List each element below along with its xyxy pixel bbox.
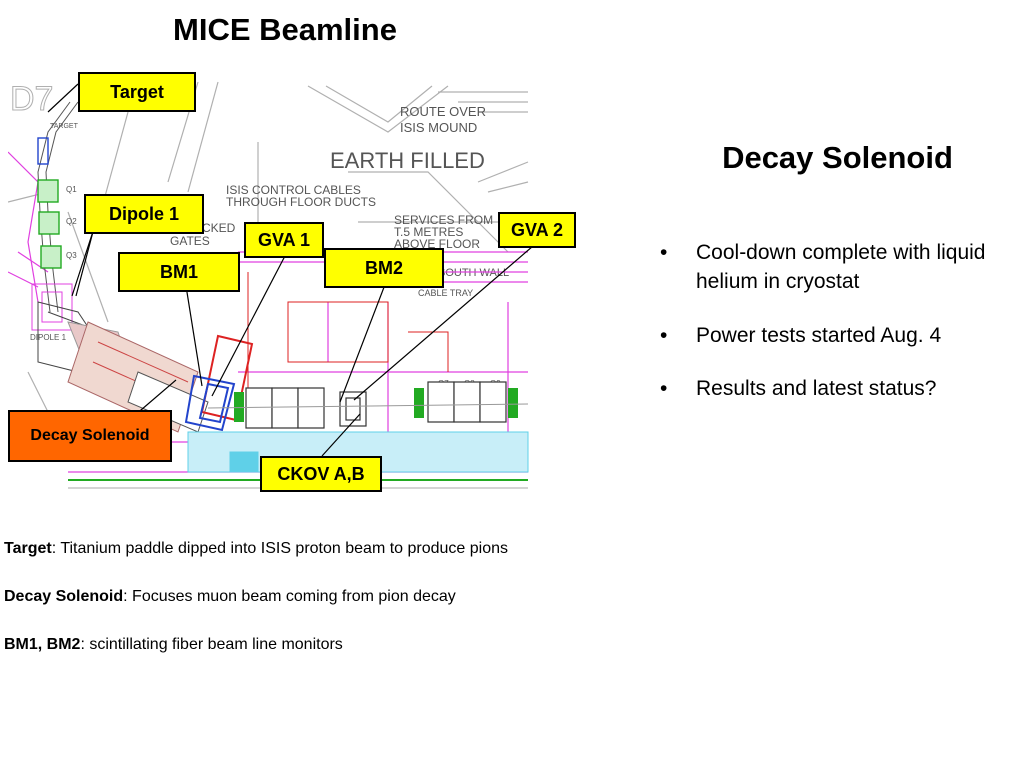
label-bm2: BM2 [324, 248, 444, 288]
drawing-text: SERVICES FROM [394, 213, 493, 227]
label-gva-2: GVA 2 [498, 212, 576, 248]
label-decay-solenoid: Decay Solenoid [8, 410, 172, 462]
bullet-item: Results and latest status? [658, 374, 1018, 404]
description-text: : Focuses muon beam coming from pion dec… [123, 588, 456, 605]
section-title: Decay Solenoid [722, 140, 953, 175]
description-term: BM1, BM2 [4, 636, 81, 653]
leader-line-target [47, 83, 79, 113]
description-text: : Titanium paddle dipped into ISIS proto… [51, 540, 509, 557]
bullet-list: Cool-down complete with liquid helium in… [658, 238, 1018, 428]
drawing-text: CABLE TRAY [418, 288, 473, 298]
drawing-text: SOUTH WALL [438, 267, 509, 279]
label-target: Target [78, 72, 196, 112]
description-target: Target: Titanium paddle dipped into ISIS… [4, 540, 508, 558]
drawing-text: GATES [170, 234, 210, 248]
drawing-text: ROUTE OVER [400, 104, 486, 119]
drawing-text: Q2 [66, 217, 77, 226]
leader-line-bm2 [339, 281, 387, 403]
leader-line-ckov [321, 413, 361, 457]
description-term: Decay Solenoid [4, 588, 124, 605]
drawing-text: ISIS MOUND [400, 120, 477, 135]
drawing-text: ABOVE FLOOR [394, 237, 480, 251]
leader-line-gva1 [211, 253, 287, 397]
description-term: Target [4, 540, 52, 557]
description-text: : scintillating fiber beam line monitors [80, 636, 343, 653]
leader-line-bm1 [185, 285, 203, 387]
drawing-text: THROUGH FLOOR DUCTS [226, 195, 376, 209]
description-decay-solenoid: Decay Solenoid: Focuses muon beam coming… [4, 588, 456, 606]
label-dipole-1: Dipole 1 [84, 194, 204, 234]
slide-title: MICE Beamline [173, 12, 397, 47]
drawing-label-d7: D7 [10, 80, 53, 118]
drawing-text: Q1 [66, 185, 77, 194]
leader-line-gva2 [353, 239, 541, 401]
drawing-text: T.5 METRES [394, 225, 463, 239]
description-bm: BM1, BM2: scintillating fiber beam line … [4, 636, 343, 654]
label-ckov-ab: CKOV A,B [260, 456, 382, 492]
bullet-item: Power tests started Aug. 4 [658, 321, 1018, 351]
label-gva-1: GVA 1 [244, 222, 324, 258]
drawing-text: DIPOLE 1 [30, 333, 67, 342]
drawing-text: Q3 [66, 251, 77, 260]
drawing-text: TARGET [50, 123, 79, 130]
label-bm1: BM1 [118, 252, 240, 292]
drawing-text: EARTH FILLED [330, 148, 485, 173]
bullet-item: Cool-down complete with liquid helium in… [658, 238, 1018, 297]
drawing-text: ISIS CONTROL CABLES [226, 183, 361, 197]
